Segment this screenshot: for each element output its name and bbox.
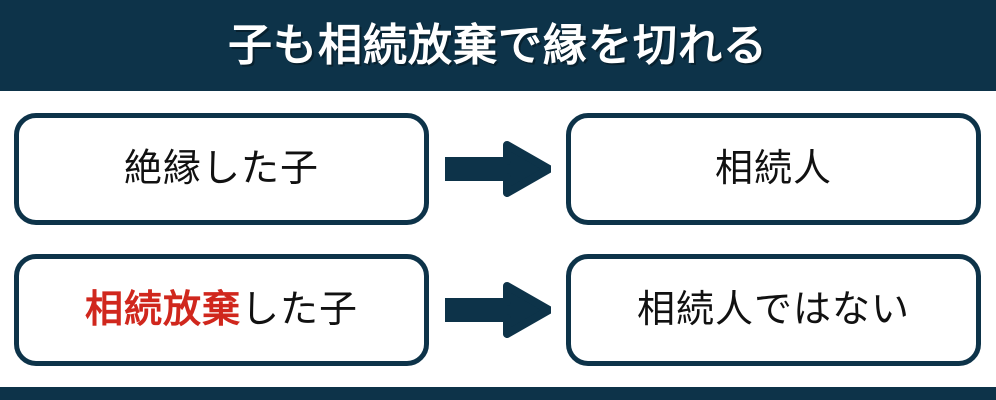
page-title: 子も相続放棄で縁を切れる: [228, 20, 768, 70]
source-node-1: 絶縁した子: [14, 113, 429, 225]
flow-arrow-2: [429, 254, 566, 366]
target-node-2: 相続人ではない: [566, 254, 981, 366]
source-node-1-label: 絶縁した子: [123, 148, 319, 190]
header-banner: 子も相続放棄で縁を切れる: [0, 0, 996, 91]
footer-bar: [0, 387, 996, 400]
source-node-2-rest: した子: [241, 289, 359, 331]
right-arrow-icon: [444, 141, 551, 197]
target-node-1: 相続人: [566, 113, 981, 225]
target-node-2-label: 相続人ではない: [636, 289, 910, 331]
target-node-1-label: 相続人: [714, 148, 832, 190]
right-arrow-icon: [444, 282, 551, 338]
source-node-2-emphasis: 相続放棄: [84, 289, 241, 331]
flow-row-1: 絶縁した子 相続人: [0, 113, 996, 225]
source-node-2: 相続放棄した子: [14, 254, 429, 366]
flow-row-2: 相続放棄した子 相続人ではない: [0, 254, 996, 366]
flow-arrow-1: [429, 113, 566, 225]
source-node-2-label: 相続放棄した子: [85, 291, 358, 329]
